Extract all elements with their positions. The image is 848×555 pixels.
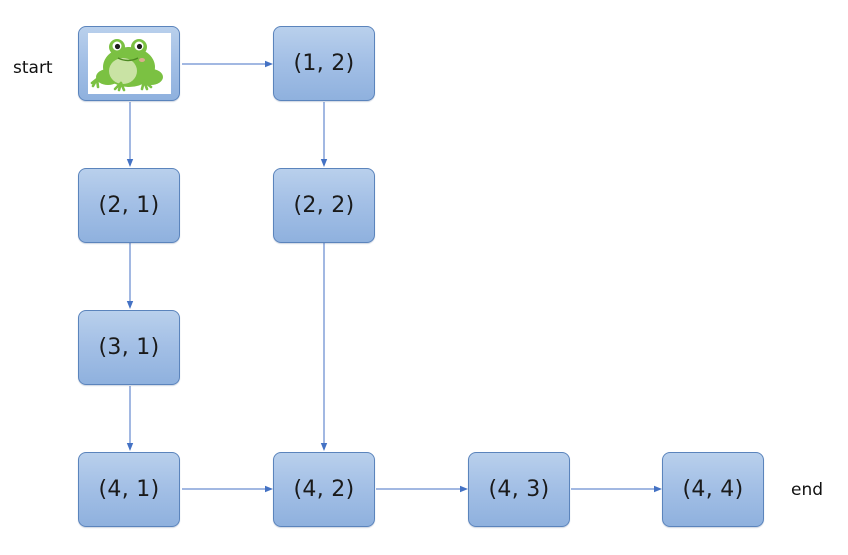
node-label: (4, 2) <box>293 477 355 502</box>
node-label: (3, 1) <box>98 335 160 360</box>
node-4-4: (4, 4) <box>662 452 764 527</box>
node-3-1: (3, 1) <box>78 310 180 385</box>
node-4-3: (4, 3) <box>468 452 570 527</box>
start-node <box>78 26 180 101</box>
node-label: (4, 3) <box>488 477 550 502</box>
node-label: (4, 1) <box>98 477 160 502</box>
node-label: (4, 4) <box>682 477 744 502</box>
node-2-1: (2, 1) <box>78 168 180 243</box>
node-4-1: (4, 1) <box>78 452 180 527</box>
node-2-2: (2, 2) <box>273 168 375 243</box>
start-label: start <box>13 58 53 78</box>
frog-icon <box>90 39 163 92</box>
frog-frame <box>87 33 171 94</box>
node-4-2: (4, 2) <box>273 452 375 527</box>
node-label: (2, 1) <box>98 193 160 218</box>
node-1-2: (1, 2) <box>273 26 375 101</box>
end-label: end <box>791 480 824 500</box>
node-label: (2, 2) <box>293 193 355 218</box>
node-label: (1, 2) <box>293 51 355 76</box>
